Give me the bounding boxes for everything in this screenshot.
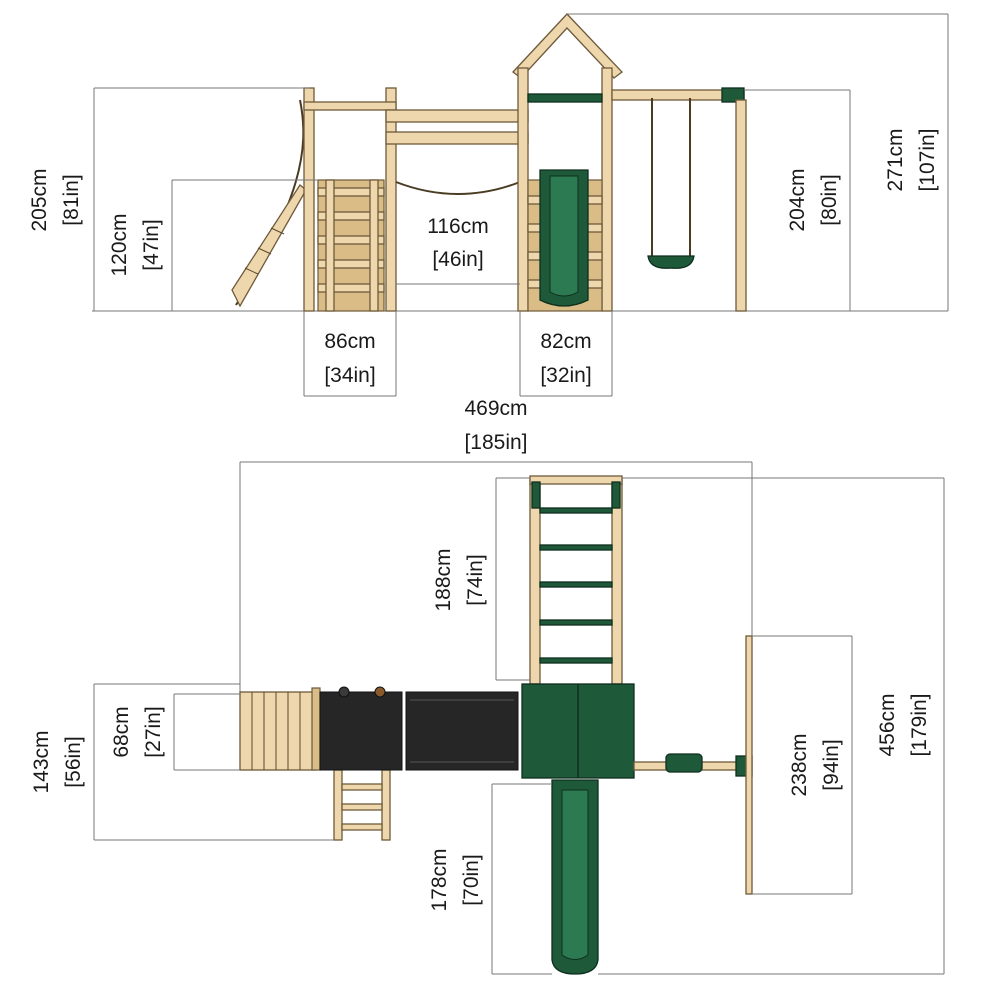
slide-length-imperial: [70in]: [460, 854, 483, 905]
total-height-metric: 271cm: [884, 128, 907, 191]
top-ladder: [333, 769, 391, 841]
dim-monkey-bars: 188cm [74in]: [432, 548, 487, 611]
dim-swing-height: 204cm [80in]: [786, 168, 841, 231]
deck-depth-imperial: [27in]: [142, 706, 165, 757]
total-depth-imperial: [179in]: [908, 693, 931, 756]
top-view: 469cm [185in]: [30, 397, 945, 975]
tower1-width-imperial: [34in]: [324, 364, 375, 387]
dim-total-width: 469cm [185in]: [239, 397, 753, 694]
swing-width-imperial: [94in]: [820, 739, 843, 790]
top-slide: [551, 779, 599, 975]
left-deck: [239, 691, 317, 771]
swing-leg: [735, 99, 747, 312]
ladder-rail-a: [333, 769, 343, 841]
tower-right-post-b: [601, 67, 613, 312]
swing-width-metric: 238cm: [788, 733, 811, 796]
height-left-imperial: [81in]: [60, 174, 83, 225]
slide-length-metric: 178cm: [428, 848, 451, 911]
total-height-imperial: [107in]: [916, 128, 939, 191]
dim-total-height: 271cm [107in]: [884, 128, 939, 191]
swing-beam-bracket: [721, 87, 745, 103]
dim-tower2-width: 82cm [32in]: [540, 330, 591, 387]
monkey-bars-imperial: [74in]: [464, 554, 487, 605]
wall-ramp: [231, 184, 307, 308]
dim-deck-left: 120cm [47in]: [108, 213, 163, 276]
total-depth-metric: 456cm: [876, 693, 899, 756]
top-tower-roof: [521, 683, 635, 779]
dim-left-depth: 143cm [56in]: [30, 730, 85, 793]
front-view: 205cm [81in] 120cm [47in] 116cm [46in] 8…: [28, 13, 949, 397]
top-swing: [633, 635, 753, 895]
bridge-span-imperial: [46in]: [432, 248, 483, 271]
tower-right: [512, 13, 623, 312]
dim-slide-length: 178cm [70in]: [428, 848, 483, 911]
dim-tower1-width: 86cm [34in]: [324, 330, 375, 387]
ladder-rail-b: [381, 769, 391, 841]
bridge-span-metric: 116cm: [427, 215, 488, 238]
tower-left-post-a: [303, 87, 315, 312]
top-swing-seat: [665, 753, 703, 773]
dark-deck-tower: [319, 691, 403, 771]
dim-height-left: 205cm [81in]: [28, 168, 83, 231]
top-swing-leg: [745, 635, 753, 895]
swing-height-metric: 204cm: [786, 168, 809, 231]
monkey-bar: [539, 544, 613, 551]
rope-bridge: [395, 181, 521, 195]
monkey-bar: [539, 507, 613, 514]
monkey-bars: [529, 475, 623, 685]
swing-height-imperial: [80in]: [818, 174, 841, 225]
height-left-metric: 205cm: [28, 168, 51, 231]
monkey-bars-rail-b: [611, 477, 623, 685]
total-width-metric: 469cm: [464, 397, 527, 420]
left-depth-imperial: [56in]: [62, 736, 85, 787]
dim-bridge-span: 116cm [46in]: [427, 215, 488, 271]
top-left-deck: [239, 687, 321, 771]
top-dimension-lines: [93, 477, 945, 975]
dim-total-depth: 456cm [179in]: [876, 693, 931, 756]
dim-deck-depth: 68cm [27in]: [110, 706, 165, 757]
deck-left-imperial: [47in]: [140, 219, 163, 270]
bridge-beam-lower: [385, 131, 529, 145]
deck-left-metric: 120cm: [108, 213, 131, 276]
dim-swing-width: 238cm [94in]: [788, 733, 843, 796]
swing-seat: [647, 255, 695, 269]
tower-left-post-b: [385, 87, 397, 312]
tower1-width-metric: 86cm: [324, 330, 375, 353]
dark-deck-bridge: [405, 691, 519, 771]
monkey-bar: [539, 619, 613, 626]
swing-set: [611, 87, 747, 312]
tower-right-post-a: [517, 67, 529, 312]
tower-bar: [527, 93, 603, 103]
monkey-bar: [539, 657, 613, 664]
left-depth-metric: 143cm: [30, 730, 53, 793]
top-dark-deck: [319, 686, 519, 771]
tower2-width-imperial: [32in]: [540, 364, 591, 387]
front-dimension-lines: [93, 13, 949, 397]
monkey-bar: [539, 581, 613, 588]
monkey-bars-metric: 188cm: [432, 548, 455, 611]
bridge: [385, 109, 529, 195]
tower2-width-metric: 82cm: [540, 330, 591, 353]
total-width-imperial: [185in]: [464, 431, 527, 454]
bridge-beam-upper: [385, 109, 529, 123]
deck-depth-metric: 68cm: [110, 706, 133, 757]
tower-left: [303, 87, 397, 312]
rock-wall: [231, 99, 307, 308]
monkey-bars-rail-a: [529, 477, 541, 685]
